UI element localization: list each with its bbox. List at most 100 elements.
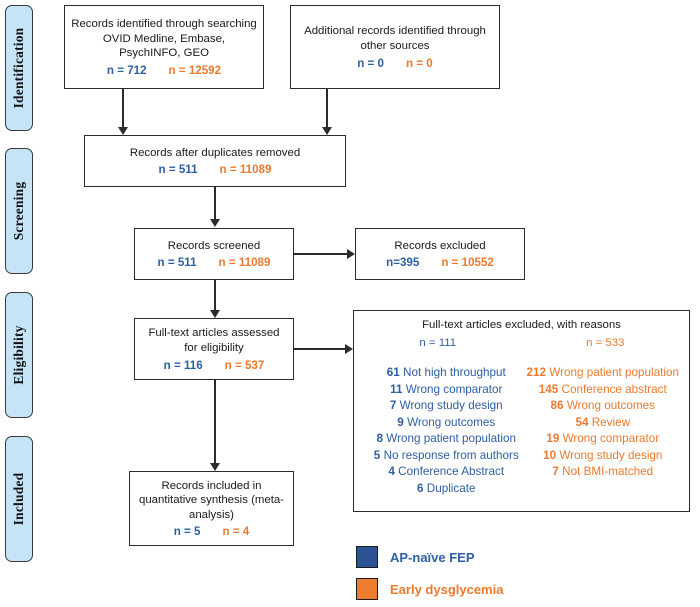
legend-item-early-dysglycemia: Early dysglycemia [356, 578, 503, 600]
legend: AP-naïve FEP Early dysglycemia [356, 546, 503, 607]
stage-included: Included [5, 436, 33, 562]
count-orange: n = 10552 [441, 256, 494, 270]
legend-swatch-orange-icon [356, 578, 378, 600]
box-records-screened: Records screened n = 511 n = 11089 [134, 228, 294, 280]
arrow-screened-to-fulltext [210, 310, 220, 318]
count-orange: n = 12592 [168, 63, 222, 77]
item-count: 212 [526, 366, 546, 379]
box-duplicates-removed-counts: n = 511 n = 11089 [159, 163, 272, 176]
box-records-excluded: Records excluded n=395 n = 10552 [355, 228, 525, 280]
count-blue: n = 0 [357, 56, 384, 70]
connector-screened-to-fulltext [214, 280, 216, 312]
box-records-included-title: Records included in quantitative synthes… [139, 479, 284, 521]
item-reason: Wrong outcomes [407, 415, 496, 429]
excluded-reasons-blue-column: 61 Not high throughput 11 Wrong comparat… [368, 365, 525, 498]
box-records-screened-title: Records screened [167, 239, 261, 252]
item-reason: Conference abstract [561, 382, 667, 396]
stage-included-label: Included [11, 472, 26, 526]
item-count: 54 [575, 415, 589, 429]
list-item: 19 Wrong comparator [525, 431, 682, 447]
connector-duplicates-to-screened [214, 187, 216, 221]
box-additional-records: Additional records identified through ot… [290, 5, 500, 89]
excluded-reasons-columns: 61 Not high throughput 11 Wrong comparat… [354, 365, 689, 498]
box-records-included: Records included in quantitative synthes… [129, 471, 294, 546]
item-reason: Wrong patient population [386, 432, 516, 446]
connector-identified-to-duplicates [122, 89, 124, 129]
item-count: 6 [417, 481, 424, 495]
box-records-screened-counts: n = 511 n = 11089 [158, 256, 271, 269]
connector-screened-to-excluded [294, 253, 348, 255]
box-fulltext-assessed-title: Full-text articles assessed for eligibil… [148, 327, 280, 354]
connector-fulltext-to-included [214, 380, 216, 465]
item-reason: Wrong study design [399, 399, 503, 413]
item-reason: Wrong patient population [549, 366, 679, 379]
item-reason: Wrong outcomes [566, 399, 655, 413]
count-blue: n = 5 [173, 525, 201, 539]
list-item: 145 Conference abstract [525, 382, 682, 398]
arrow-duplicates-to-screened [210, 219, 220, 227]
item-reason: Not high throughput [403, 366, 506, 379]
count-orange: n = 11089 [219, 163, 272, 177]
count-orange: n = 11089 [218, 256, 271, 270]
stage-screening-label: Screening [11, 181, 26, 241]
count-orange: n = 4 [222, 525, 250, 539]
item-reason: Wrong comparator [405, 382, 503, 396]
count-orange: n = 0 [406, 56, 433, 70]
count-blue: n = 511 [157, 256, 197, 270]
excluded-reasons-counts: n = 111 n = 533 [354, 337, 689, 349]
count-blue: n = 116 [163, 358, 203, 372]
item-reason: Not BMI-matched [562, 465, 654, 479]
count-blue: n = 111 [419, 337, 457, 349]
box-duplicates-removed-title: Records after duplicates removed [129, 146, 301, 159]
item-reason: Conference Abstract [398, 465, 505, 479]
item-count: 7 [552, 465, 559, 479]
box-additional-records-title: Additional records identified through ot… [304, 25, 486, 52]
count-blue: n = 712 [106, 63, 147, 77]
count-orange: n = 537 [224, 358, 265, 372]
item-count: 5 [373, 448, 381, 462]
excluded-reasons-title: Full-text articles excluded, with reason… [422, 319, 621, 331]
item-count: 7 [389, 399, 397, 413]
list-item: 6 Duplicate [368, 481, 525, 497]
stage-eligibility-label: Eligibility [11, 325, 26, 385]
legend-swatch-blue-icon [356, 546, 378, 568]
item-count: 11 [390, 382, 403, 396]
item-count: 61 [386, 366, 400, 379]
box-additional-records-counts: n = 0 n = 0 [357, 57, 433, 70]
legend-label: AP-naïve FEP [390, 549, 475, 565]
item-reason: Review [591, 415, 631, 429]
list-item: 8 Wrong patient population [368, 431, 525, 447]
box-fulltext-excluded-reasons: Full-text articles excluded, with reason… [353, 310, 690, 512]
list-item: 11 Wrong comparator [368, 382, 525, 398]
list-item: 7 Not BMI-matched [525, 464, 682, 480]
box-records-excluded-counts: n=395 n = 10552 [386, 256, 494, 269]
item-reason: Duplicate [426, 481, 476, 495]
excluded-reasons-orange-column: 212 Wrong patient population 145 Confere… [525, 365, 690, 498]
stage-identification-label: Identification [11, 27, 26, 109]
box-fulltext-assessed-counts: n = 116 n = 537 [164, 359, 265, 372]
legend-item-ap-naive-fep: AP-naïve FEP [356, 546, 503, 568]
item-count: 19 [546, 432, 560, 446]
list-item: 86 Wrong outcomes [525, 398, 682, 414]
arrow-additional-to-duplicates [322, 127, 332, 135]
count-blue: n = 511 [158, 163, 198, 177]
list-item: 54 Review [525, 415, 682, 431]
arrow-fulltext-to-included [210, 463, 220, 471]
count-orange: n = 533 [586, 337, 625, 349]
list-item: 9 Wrong outcomes [368, 415, 525, 431]
list-item: 61 Not high throughput [368, 365, 525, 381]
item-reason: No response from authors [383, 448, 519, 462]
stage-eligibility: Eligibility [5, 292, 33, 418]
box-records-identified-counts: n = 712 n = 12592 [107, 64, 221, 77]
arrow-fulltext-to-excluded-reasons [345, 344, 353, 354]
box-fulltext-assessed: Full-text articles assessed for eligibil… [134, 318, 294, 380]
list-item: 212 Wrong patient population [525, 365, 682, 381]
stage-screening: Screening [5, 148, 33, 274]
list-item: 4 Conference Abstract [368, 464, 525, 480]
legend-label: Early dysglycemia [390, 581, 504, 597]
box-records-identified: Records identified through searching OVI… [64, 5, 264, 89]
arrow-screened-to-excluded [347, 249, 355, 259]
arrow-identified-to-duplicates [118, 127, 128, 135]
list-item: 10 Wrong study design [525, 448, 682, 464]
